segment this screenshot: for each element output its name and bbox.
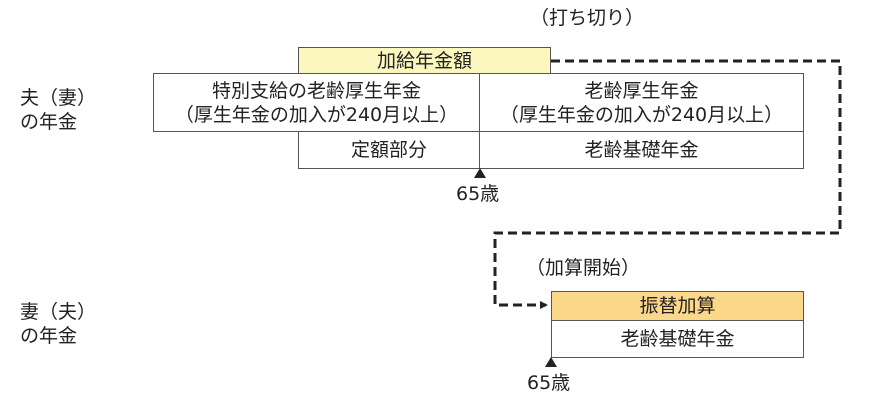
husband-pension-label-line1: 夫（妻） <box>20 87 97 109</box>
age-65-top-label: 65歳 <box>456 183 500 205</box>
age-65-bottom-label: 65歳 <box>527 372 571 394</box>
special-pension-line2: （厚生年金の加入が240月以上） <box>174 103 459 126</box>
spouse-addition-box: 加給年金額 <box>298 47 551 74</box>
old-age-welfare-pension-line2: （厚生年金の加入が240月以上） <box>499 103 784 126</box>
age-65-top-marker-icon <box>474 168 486 178</box>
basic-pension-bottom-box: 老齢基礎年金 <box>551 320 804 358</box>
basic-pension-top-box: 老齢基礎年金 <box>479 131 804 169</box>
dashed-connector-line <box>493 59 842 309</box>
husband-pension-label-line2: の年金 <box>20 111 78 133</box>
old-age-welfare-pension-line1: 老齢厚生年金 <box>584 79 699 102</box>
special-pension-line1: 特別支給の老齢厚生年金 <box>211 79 421 102</box>
start-label: （加算開始） <box>526 257 641 279</box>
old-age-welfare-pension-box: 老齢厚生年金 （厚生年金の加入が240月以上） <box>479 73 804 132</box>
special-pension-box: 特別支給の老齢厚生年金 （厚生年金の加入が240月以上） <box>153 73 480 132</box>
transfer-addition-label: 振替加算 <box>639 295 716 317</box>
basic-pension-top-label: 老齢基礎年金 <box>584 139 699 161</box>
fixed-part-box: 定額部分 <box>298 131 480 169</box>
age-65-bottom-marker-icon <box>545 357 557 367</box>
wife-pension-label-line2: の年金 <box>20 325 78 347</box>
spouse-addition-label: 加給年金額 <box>376 49 472 72</box>
transfer-addition-box: 振替加算 <box>551 291 804 321</box>
wife-pension-label-line1: 妻（夫） <box>20 301 97 323</box>
basic-pension-bottom-label: 老齢基礎年金 <box>620 328 735 350</box>
fixed-part-label: 定額部分 <box>350 139 427 161</box>
cutoff-label: （打ち切り） <box>530 7 645 29</box>
